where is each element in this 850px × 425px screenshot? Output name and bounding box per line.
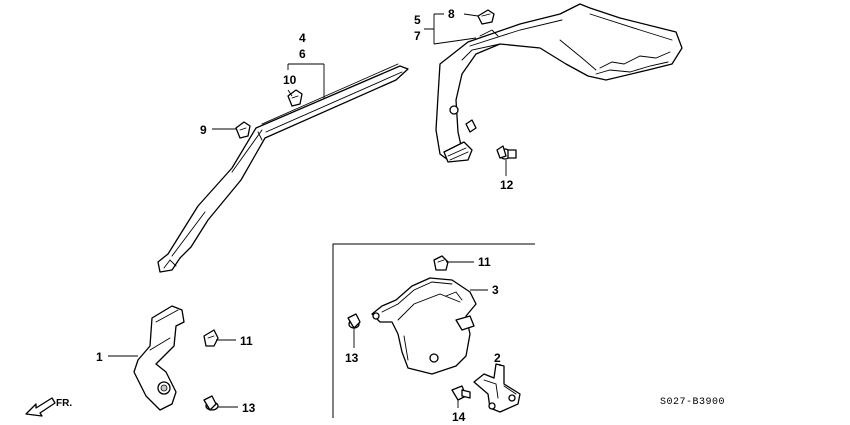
- clip-11-inset: [433, 255, 449, 271]
- callout-14: 14: [452, 410, 466, 424]
- callout-5: 5: [414, 13, 421, 27]
- callout-4: 4: [299, 31, 306, 45]
- callout-10: 10: [283, 73, 297, 87]
- callout-13-inset: 13: [345, 351, 359, 365]
- bracket-2: [473, 363, 521, 413]
- clip-10: [287, 89, 303, 107]
- inset-frame: [332, 243, 535, 418]
- callout-1: 1: [96, 350, 103, 364]
- bolt-14: [451, 385, 471, 401]
- callout-9: 9: [200, 123, 207, 137]
- clip-11-left: [203, 329, 219, 347]
- front-arrow-label: FR.: [56, 398, 72, 409]
- front-direction-arrow: FR.: [25, 397, 72, 417]
- callout-6: 6: [299, 47, 306, 61]
- callout-3: 3: [492, 283, 499, 297]
- rear-pillar-trim: [435, 3, 683, 163]
- clip-12: [496, 145, 517, 160]
- screw-13-left: [203, 395, 219, 411]
- callout-11-inset: 11: [478, 255, 491, 269]
- callout-11-left: 11: [240, 334, 253, 348]
- callout-8: 8: [448, 7, 455, 21]
- callout-numbers: 4 6 10 9 5 7 8 12 11 3 2 13 14 1 11 13: [96, 7, 514, 424]
- side-cover-1: [133, 305, 185, 411]
- clip-9: [235, 121, 251, 139]
- callout-2: 2: [494, 351, 501, 365]
- callout-13-left: 13: [242, 401, 256, 415]
- front-pillar-garnish: [157, 63, 409, 273]
- callout-7: 7: [414, 29, 421, 43]
- leader-lines: [108, 13, 507, 408]
- screw-13-inset: [347, 313, 361, 329]
- diagram-code: S027-B3900: [660, 397, 725, 408]
- side-cover-3: [371, 277, 477, 375]
- clip-8: [477, 9, 495, 25]
- callout-12: 12: [500, 178, 514, 192]
